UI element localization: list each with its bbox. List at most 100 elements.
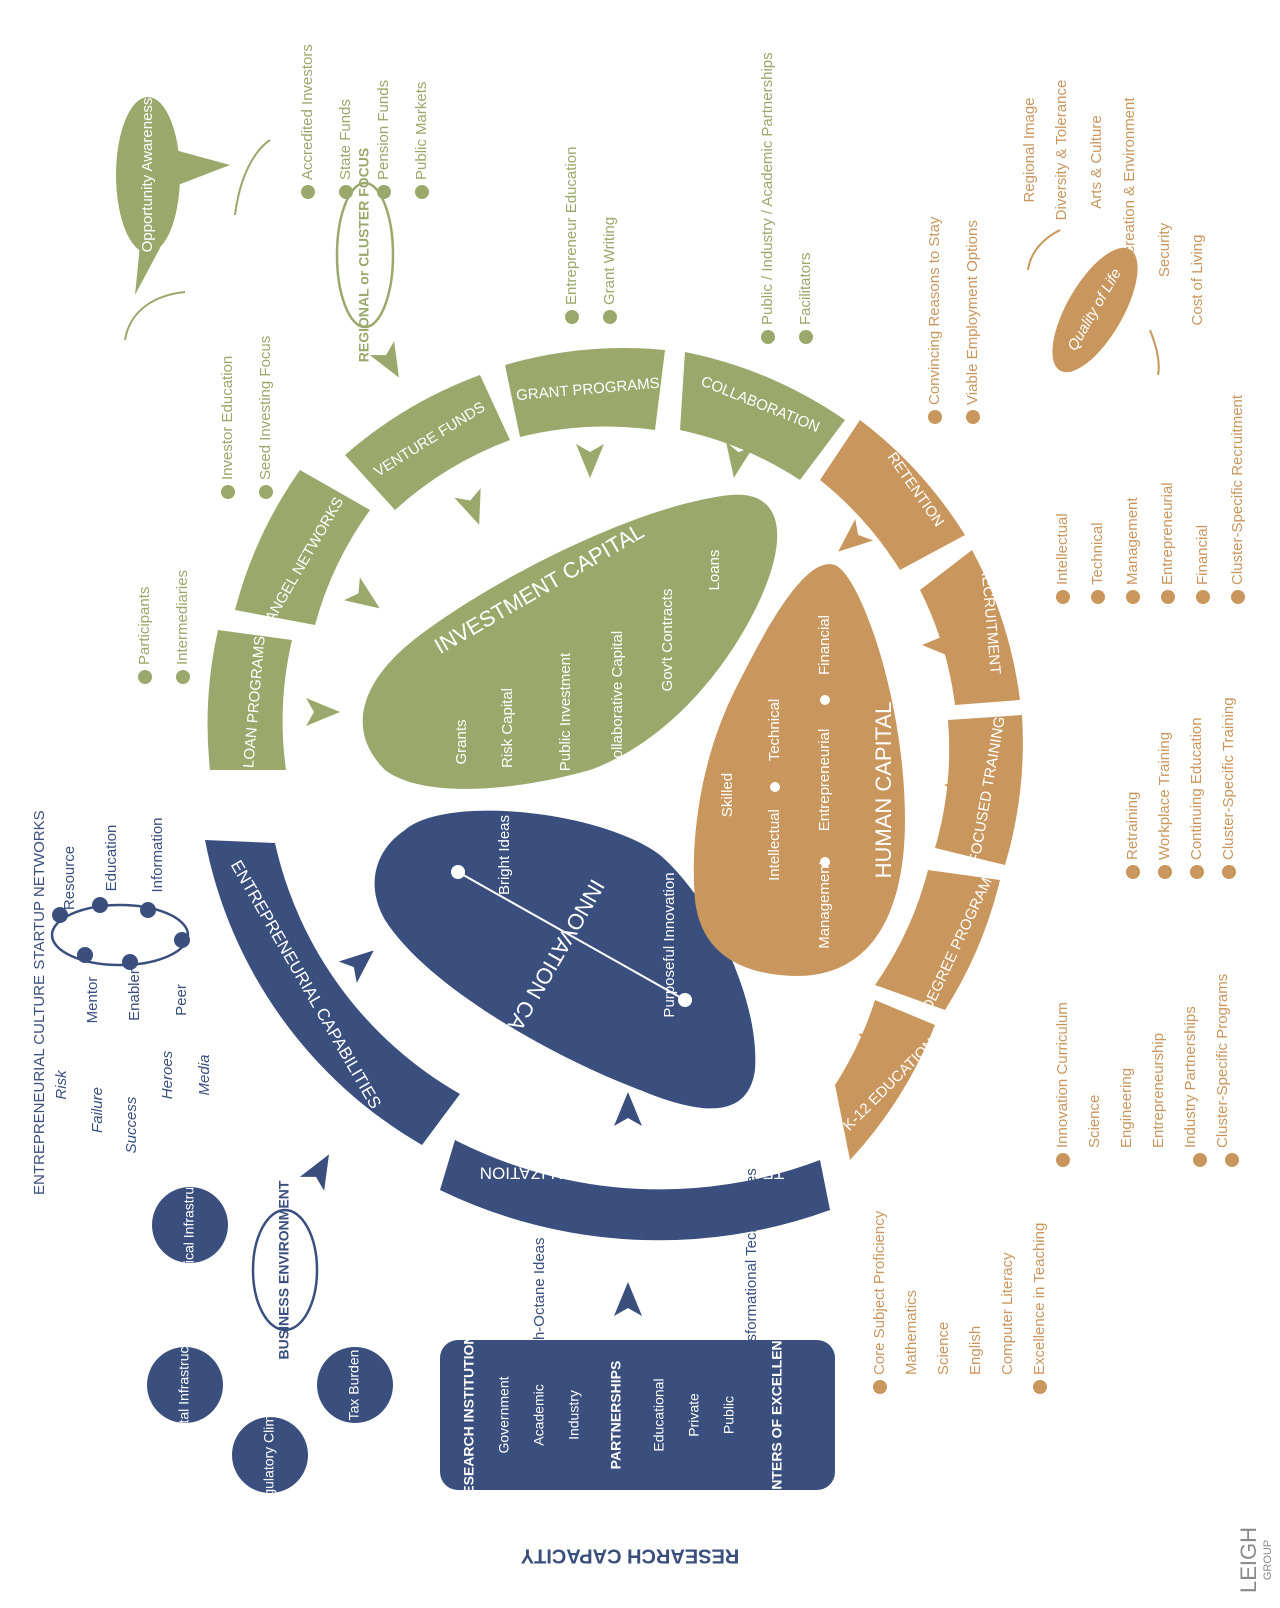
quality-item: Recreation & Environment [1121, 97, 1138, 273]
angel-note-item: Investor Education [219, 356, 236, 480]
focused-training-segment [935, 715, 1023, 865]
network-item: Mentor [84, 977, 101, 1024]
entrepreneurial-culture-title: ENTREPRENEURIAL CULTURE [31, 975, 48, 1195]
human-dot [770, 782, 780, 792]
arrow-entrepreneurial [338, 950, 374, 984]
human-row2-c: Financial [816, 615, 833, 675]
quality-item: Diversity & Tolerance [1053, 80, 1070, 221]
venture-funds-segment [345, 375, 510, 510]
bright-to-purposeful-line [457, 871, 686, 1001]
angel-networks-segment [235, 470, 370, 625]
investment-item: Gov't Contracts [659, 589, 676, 692]
collab-note-bullet [761, 330, 775, 344]
culture-item: Success [123, 1096, 140, 1153]
startup-network-ring [50, 903, 190, 967]
collab-note-item: Public / Industry / Academic Partnership… [759, 52, 776, 325]
research-box-item: RESEARCH INSTITUTIONS [461, 1325, 477, 1505]
arrow-training [944, 771, 978, 799]
retention-note-item: Convincing Reasons to Stay [926, 216, 943, 405]
purposeful-innovation-dot [678, 993, 692, 1007]
degree-note-item: Cluster-Specific Programs [1214, 974, 1231, 1148]
grant-note-bullet [603, 310, 617, 324]
recruit-note-bullet [1091, 590, 1105, 604]
loan-note-item: Intermediaries [174, 570, 191, 665]
human-row2-a: Management [816, 860, 833, 948]
regional-item-item: Public Markets [413, 82, 430, 180]
shape-layer [50, 97, 1160, 1493]
regional-item-bullet [339, 185, 353, 199]
opportunity-arc-bottom [124, 291, 186, 341]
business-item: Tax Burden [346, 1350, 362, 1421]
arrow-layer [299, 341, 978, 1316]
degree-note-item: Industry Partnerships [1182, 1006, 1199, 1148]
entrepreneurial-capabilities-band [205, 840, 460, 1145]
degree-bullet [1056, 1153, 1070, 1167]
network-item: Information [149, 817, 166, 892]
logo-main: LEIGH [1236, 1527, 1261, 1593]
human-capital-blob [693, 564, 905, 976]
degree-note-item: Entrepreneurship [1150, 1033, 1167, 1148]
regional-item-bullet [377, 185, 391, 199]
culture-item: Risk [53, 1069, 70, 1100]
culture-item: Heroes [159, 1050, 176, 1099]
regulatory-climate-node [232, 1417, 308, 1493]
network-node [77, 947, 93, 963]
research-box-item: Government [496, 1376, 512, 1453]
regional-item-bullet [415, 185, 429, 199]
regional-focus-oval [335, 181, 395, 329]
quality-item: Security [1156, 222, 1173, 277]
k12-bullet [1033, 1380, 1047, 1394]
research-box-item: Industry [566, 1390, 582, 1440]
investment-item: Collaborative Capital [609, 631, 626, 769]
business-environment-oval [251, 1208, 319, 1332]
grant-note-item: Grant Writing [601, 217, 618, 305]
grant-programs-segment [505, 348, 665, 437]
business-environment-text: BUSINESS ENVIRONMENT [276, 1180, 292, 1359]
human-capital-title: HUMAN CAPITAL [871, 702, 896, 879]
regional-item-item: Accredited Investors [299, 44, 316, 180]
network-node [174, 932, 190, 948]
research-box-item: Public [721, 1396, 737, 1434]
retention-note-bullet [966, 410, 980, 424]
research-box-item: Private [686, 1393, 702, 1437]
opportunity-pointer [175, 150, 230, 185]
k12-education-segment [835, 1000, 935, 1160]
quality-of-life-oval [1052, 247, 1138, 373]
angel-note-bullet [259, 485, 273, 499]
recruit-note-bullet [1196, 590, 1210, 604]
regional-focus-text: REGIONAL or CLUSTER FOCUS [356, 148, 372, 362]
degree-note-item: Science [1086, 1095, 1103, 1148]
collaboration-segment [680, 352, 845, 480]
opportunity-arc-top [234, 139, 271, 216]
training-note-bullet [1222, 865, 1236, 879]
network-item: Enabler [126, 969, 143, 1021]
loan-programs-segment [207, 630, 292, 770]
arrow-venture [454, 488, 481, 525]
k12-bullet [873, 1380, 887, 1394]
opportunity-awareness-text: Opportunity Awareness [139, 98, 156, 253]
arrow-loan [306, 698, 340, 726]
retention-segment [820, 420, 965, 570]
angel-note-item: Seed Investing Focus [257, 336, 274, 480]
recruit-note-bullet [1056, 590, 1070, 604]
bright-ideas-label: Bright Ideas [496, 815, 513, 895]
network-node [122, 954, 138, 970]
bullet-dot-layer [52, 185, 1245, 1394]
business-item: Physical Infrastructure [181, 1156, 197, 1295]
network-node [140, 902, 156, 918]
recruit-note-item: Technical [1089, 522, 1106, 585]
arrow-regional [369, 341, 399, 378]
collab-note-bullet [799, 330, 813, 344]
recruit-note-item: Entrepreneurial [1159, 482, 1176, 585]
quality-item: Cost of Living [1189, 235, 1206, 326]
recruit-note-bullet [1161, 590, 1175, 604]
research-box-item: Educational [651, 1378, 667, 1451]
research-box-item: Academic [531, 1384, 547, 1445]
loan-note-bullet [176, 670, 190, 684]
arrow-recruit [922, 631, 956, 659]
network-node [92, 897, 108, 913]
recruit-note-item: Intellectual [1054, 513, 1071, 585]
quality-item: Arts & Culture [1088, 115, 1105, 208]
k12-note-item: Mathematics [903, 1290, 920, 1375]
opportunity-awareness-bubble [116, 97, 180, 253]
